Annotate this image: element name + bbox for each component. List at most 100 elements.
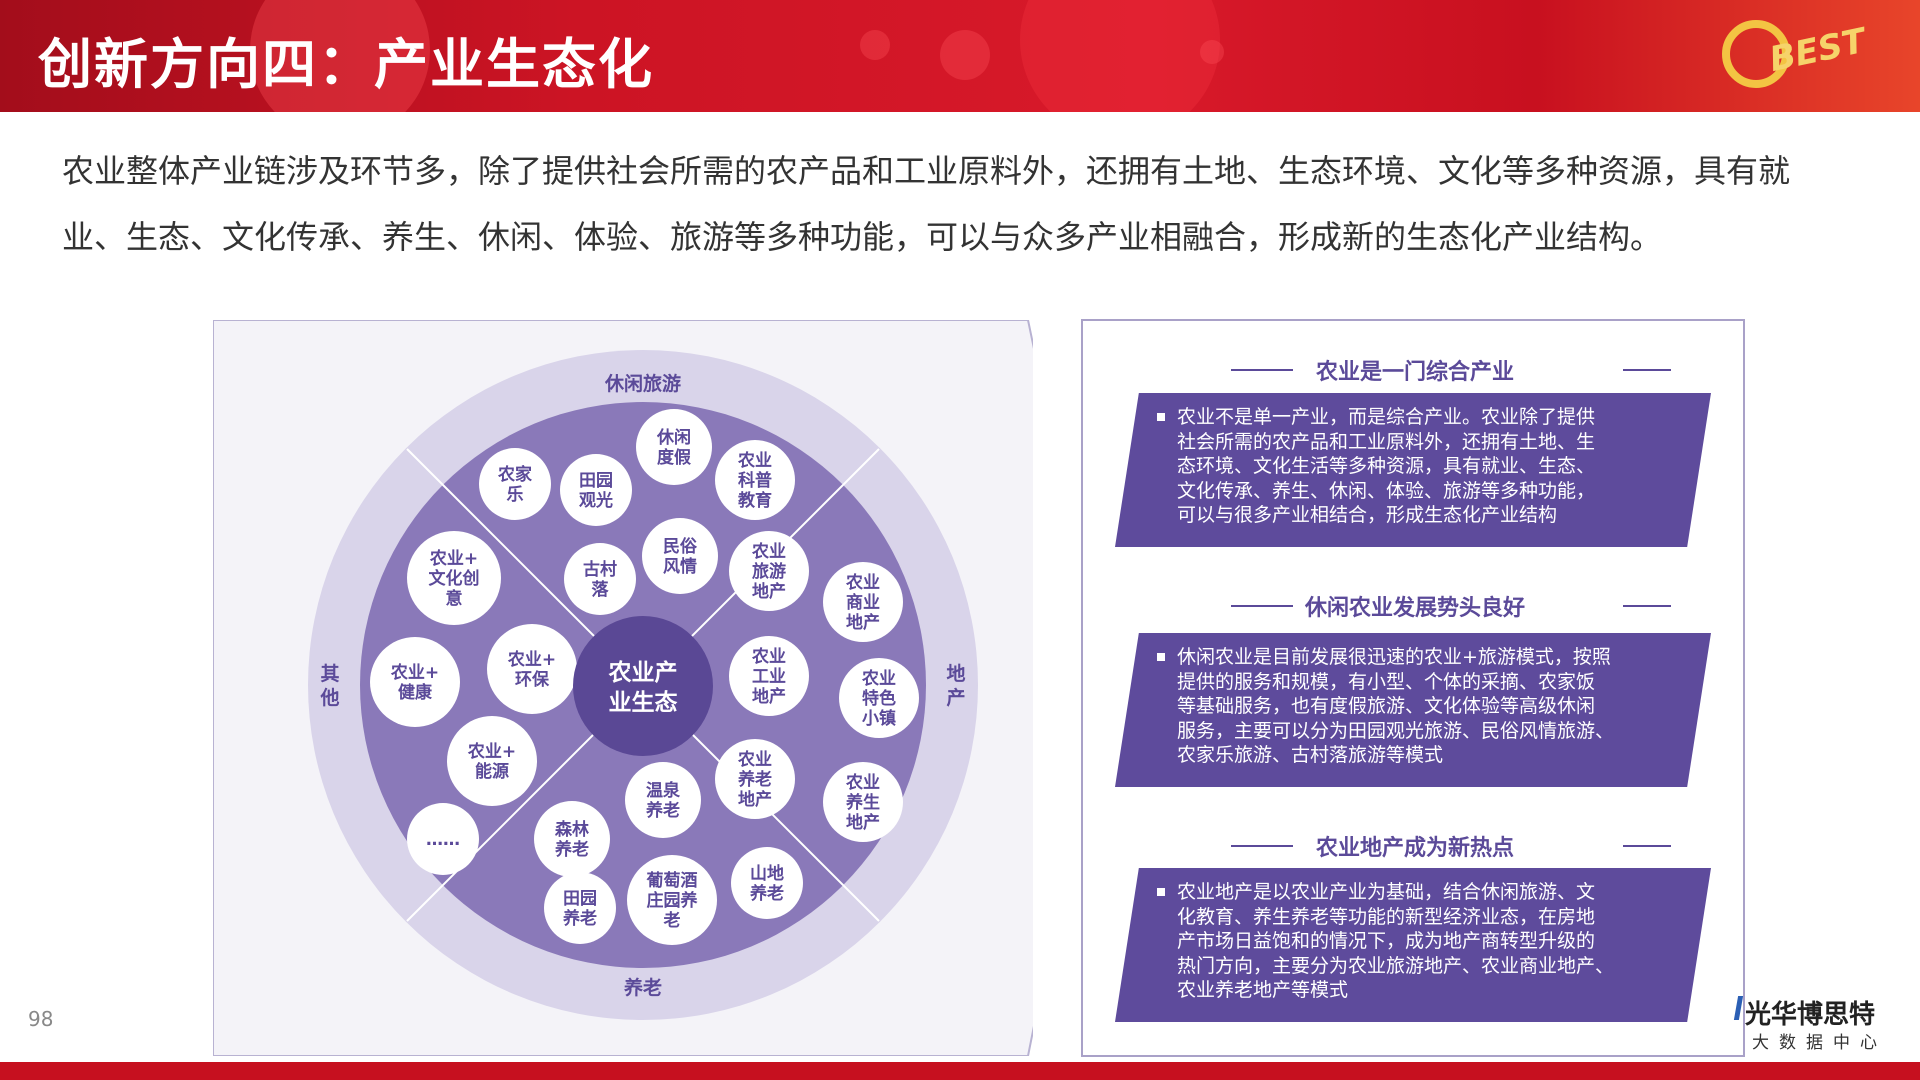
bubble — [544, 872, 616, 944]
page-number: 98 — [28, 1007, 54, 1031]
bubble — [534, 801, 610, 877]
sector-label-bottom: 养老 — [623, 976, 662, 999]
title-rule — [1231, 845, 1293, 847]
bubble-label: 能源 — [475, 761, 509, 782]
bubble-label: 地产 — [752, 581, 786, 602]
bubble-label: 森林 — [555, 819, 589, 840]
explanation-panel: 农业是一门综合产业 农业不是单一产业，而是综合产业。农业除了提供 社会所需的农产… — [1081, 319, 1745, 1057]
section-text-3: 农业地产是以农业产业为基础，结合休闲旅游、文 化教育、养生养老等功能的新型经济业… — [1177, 880, 1677, 1003]
card-background — [1115, 633, 1711, 787]
bubble-label: 民俗 — [663, 536, 698, 557]
bubble — [407, 531, 501, 625]
center-label-1: 农业产 — [608, 659, 678, 686]
text-line: 农家乐旅游、古村落旅游等模式 — [1177, 744, 1444, 766]
card-background — [1115, 868, 1711, 1022]
bubble-label: 农业 — [737, 450, 772, 471]
title-rule — [1231, 369, 1293, 371]
bubble-label: 养老 — [749, 883, 784, 904]
bubble — [731, 847, 803, 919]
bubble — [642, 518, 718, 594]
decor-circle — [1200, 40, 1224, 64]
bubble-label: 农业+ — [507, 649, 556, 670]
bubble-label: 老 — [663, 910, 681, 931]
section-card-2: 休闲农业是目前发展很迅速的农业+旅游模式，按照 提供的服务和规模，有小型、个体的… — [1115, 633, 1711, 787]
bubble-label: 健康 — [398, 682, 433, 703]
bubble — [636, 409, 712, 485]
bubble-label: 农业 — [861, 668, 896, 689]
text-line: 可以与很多产业相结合，形成生态化产业结构 — [1177, 504, 1558, 526]
sector-label-left-2: 他 — [319, 686, 339, 709]
center-label-2: 业生态 — [609, 689, 678, 716]
brand-name: 光华博思特 — [1745, 1000, 1876, 1030]
bubble — [560, 454, 632, 526]
bubble-label: 文化创 — [429, 568, 480, 589]
bubble-label: 地产 — [738, 789, 772, 810]
bubble — [823, 762, 903, 842]
bubble-group: 农家乐田园观光休闲度假农业科普教育古村落民俗风情农业旅游地产农业商业地产农业工业… — [370, 409, 919, 945]
title-rule — [1623, 369, 1671, 371]
bubble-label: 环保 — [515, 669, 550, 690]
bubble-label: 温泉 — [646, 780, 681, 801]
best-logo: BEST — [1722, 20, 1872, 88]
bubble-label: 小镇 — [862, 708, 896, 729]
bubble-label: 农业 — [751, 541, 786, 562]
bubble-label: 科普 — [738, 470, 772, 491]
bubble — [370, 637, 460, 727]
decor-circle — [250, 0, 430, 112]
card-background — [1115, 393, 1711, 547]
bubble-label: 葡萄酒 — [646, 870, 698, 891]
bubble-label: 农业+ — [429, 548, 478, 569]
text-line: 农业养老地产等模式 — [1177, 979, 1349, 1001]
section-card-3: 农业地产是以农业产业为基础，结合休闲旅游、文 化教育、养生养老等功能的新型经济业… — [1115, 868, 1711, 1022]
section-title-1: 农业是一门综合产业 — [1315, 360, 1514, 385]
bubble-label: 乐 — [507, 485, 524, 505]
bubble — [479, 448, 551, 520]
bubble — [839, 658, 919, 738]
bubble-label: 地产 — [752, 686, 786, 707]
bubble-label: 农业+ — [390, 662, 439, 683]
bubble-label: 地产 — [846, 612, 880, 633]
title-rule — [1231, 605, 1293, 607]
bubble-label: 落 — [592, 580, 610, 600]
header-banner: 创新方向四：产业生态化 BEST — [0, 0, 1920, 112]
bubble-label: 养生 — [845, 792, 880, 813]
bubble-label: 意 — [446, 588, 463, 609]
bubble-label: 养老 — [562, 908, 597, 929]
bubble-label: 田园 — [579, 471, 613, 491]
text-line: 文化传承、养生、休闲、体验、旅游等多种功能， — [1177, 479, 1596, 502]
title-rule — [1623, 845, 1671, 847]
bubble-label: 地产 — [846, 812, 880, 833]
bubble-label: …… — [426, 830, 460, 850]
text-line: 化教育、养生养老等功能的新型经济业态，在房地 — [1177, 905, 1596, 928]
intro-paragraph: 农业整体产业链涉及环节多，除了提供社会所需的农产品和工业原料外，还拥有土地、生态… — [62, 152, 1791, 256]
bubble — [627, 855, 717, 945]
bubble — [729, 636, 809, 716]
footer-bar — [0, 1062, 1920, 1080]
bubble-label: 教育 — [737, 490, 772, 511]
sector-label-left-1: 其 — [320, 663, 339, 685]
section-title-2: 休闲农业发展势头良好 — [1304, 596, 1525, 621]
bubble-label: 农业 — [737, 749, 772, 770]
bubble-label: 田园 — [563, 889, 597, 909]
bubble-label: 农业+ — [467, 741, 516, 762]
text-line: 态环境、文化生活等多种资源，具有就业、生态、 — [1177, 455, 1596, 477]
bubble-label: 度假 — [657, 447, 691, 468]
section-text-2: 休闲农业是目前发展很迅速的农业+旅游模式，按照 提供的服务和规模，有小型、个体的… — [1177, 645, 1677, 768]
center-circle — [573, 616, 713, 756]
text-line: 热门方向，主要分为农业旅游地产、农业商业地产、 — [1177, 954, 1615, 977]
bubble-label: 特色 — [862, 688, 896, 709]
text-line: 社会所需的农产品和工业原料外，还拥有土地、生 — [1177, 430, 1596, 453]
text-line: 等基础服务，也有度假旅游、文化体验等高级休闲 — [1177, 695, 1596, 717]
sector-label-right-1: 地 — [946, 662, 965, 685]
bullet-icon — [1157, 653, 1165, 661]
bubble-label: 农业 — [845, 572, 880, 593]
sector-label-top: 休闲旅游 — [604, 372, 681, 395]
bubble-label: 庄园养 — [647, 890, 699, 911]
bubble — [564, 543, 636, 615]
bubble-label: 养老 — [737, 769, 772, 790]
text-line: 农业不是单一产业，而是综合产业。农业除了提供 — [1177, 406, 1596, 428]
text-line: 产市场日益饱和的情况下，成为地产商转型升级的 — [1177, 930, 1596, 952]
bubble — [447, 716, 537, 806]
bubble-label: 农家 — [497, 464, 532, 485]
decor-circle — [1020, 0, 1220, 112]
